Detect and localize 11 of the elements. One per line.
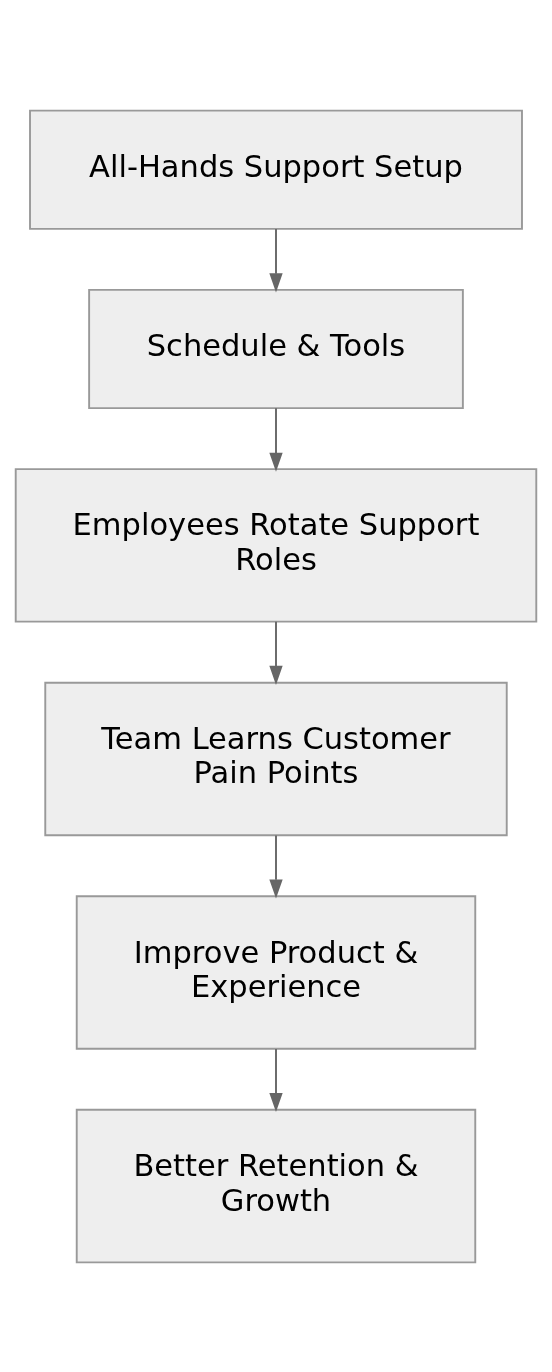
arrow (269, 1047, 283, 1112)
arrow (269, 227, 283, 292)
node-box: Better Retention & Growth (75, 1108, 477, 1263)
node-box: Team Learns Customer Pain Points (44, 681, 508, 836)
node-box: Improve Product & Experience (75, 894, 477, 1050)
node-box: Employees Rotate Support Roles (14, 467, 538, 623)
arrow (269, 833, 283, 898)
arrow (269, 620, 283, 685)
node-box: All-Hands Support Setup (29, 109, 523, 230)
arrow (269, 406, 283, 472)
node-box: Schedule & Tools (88, 288, 464, 409)
